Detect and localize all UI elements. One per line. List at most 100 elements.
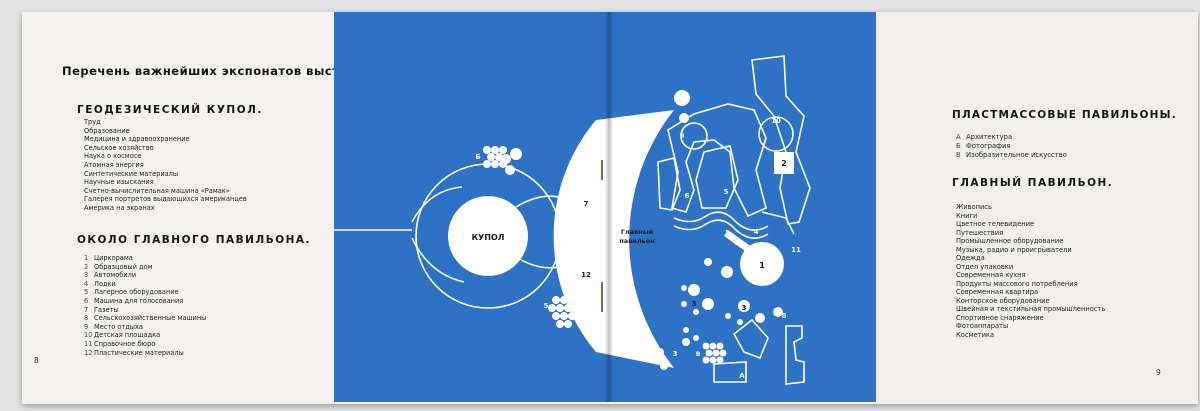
marker-7: 7 xyxy=(584,200,589,208)
list-item: Образование xyxy=(84,126,130,135)
list-item: Фотоаппараты xyxy=(956,322,1009,330)
wavy-path xyxy=(673,211,769,231)
marker-1: 1 xyxy=(759,261,765,270)
list-item: Отдел упаковки xyxy=(956,262,1014,271)
marker-3: 3 xyxy=(706,302,711,310)
list-item: Научные изыскания xyxy=(84,178,154,187)
list-item: Живопись xyxy=(956,203,992,211)
building-outline xyxy=(751,55,811,225)
pavilion-label-line1: Главный xyxy=(621,228,654,236)
building-outline xyxy=(785,325,805,385)
marker-3: 3 xyxy=(692,300,697,308)
map-dot xyxy=(681,285,687,291)
model-house xyxy=(774,152,794,174)
list-item: Косметика xyxy=(956,330,995,339)
marker-11: 12 xyxy=(581,271,591,279)
marker-v: В xyxy=(696,351,701,358)
list-item: Современная кухня xyxy=(956,271,1026,279)
dome-building xyxy=(448,196,528,276)
marker-6: 6 xyxy=(685,192,690,200)
list-item: Швейная и текстильная промышленность xyxy=(956,305,1106,313)
plastic-pavilion-v xyxy=(702,342,727,364)
marker-7-pad xyxy=(576,193,596,213)
plastic-pavilions-heading: ПЛАСТМАССОВЫЕ ПАВИЛЬОНЫ. xyxy=(952,109,1177,121)
list-item: Путешествия xyxy=(956,228,1004,237)
map-dot xyxy=(702,298,714,310)
marker-5-upper: 5 xyxy=(724,188,729,196)
map-dot xyxy=(721,266,733,278)
marker-a: А xyxy=(739,372,745,380)
marker-9: 9 xyxy=(680,132,685,140)
marker-4: 4 xyxy=(754,228,759,236)
dome-label: КУПОЛ xyxy=(472,233,505,242)
map-dot xyxy=(683,327,689,333)
map-dot xyxy=(688,284,700,296)
building-outline xyxy=(667,103,767,218)
boat-strip xyxy=(724,230,756,256)
exhibition-map: КУПОЛ Главный павильон 7 12 1 2 3 3 3 3 … xyxy=(334,12,876,402)
list-item: Галерея портретов выдающихся американцев xyxy=(84,195,247,204)
map-dot xyxy=(510,148,522,160)
list-item: Современная квартира xyxy=(956,288,1039,296)
map-dot xyxy=(656,348,664,356)
list-item: Наука о космосе xyxy=(84,152,142,161)
map-dot xyxy=(693,309,699,315)
path-line xyxy=(411,237,465,283)
list-item: Сельское хозяйство xyxy=(84,143,154,152)
left-page: Перечень важнейших экспонатов выставки. … xyxy=(22,12,377,404)
ring-feature xyxy=(680,122,708,150)
marker-3: 3 xyxy=(742,304,747,312)
booklet-spread: Перечень важнейших экспонатов выставки. … xyxy=(22,12,1198,404)
camping-hex-cluster xyxy=(548,296,580,328)
map-dot xyxy=(693,335,699,341)
pavilion-label-line2: павильон xyxy=(619,237,654,245)
list-item: Промышленное оборудование xyxy=(956,237,1064,245)
dome-heading: ГЕОДЕЗИЧЕСКИЙ КУПОЛ. xyxy=(77,104,263,116)
list-item: Синтетические материалы xyxy=(84,169,179,178)
path-line xyxy=(411,186,463,223)
wavy-path xyxy=(673,219,769,239)
building-outline xyxy=(732,318,769,360)
map-dot xyxy=(681,301,687,307)
path-line xyxy=(761,211,795,235)
site-plan-svg: КУПОЛ Главный павильон 7 12 1 2 3 3 3 3 … xyxy=(334,55,811,385)
map-dot xyxy=(738,300,750,312)
marker-3: 3 xyxy=(673,350,678,358)
spine-fold xyxy=(605,12,613,402)
map-dot xyxy=(674,90,690,106)
map-dot xyxy=(679,113,689,123)
near-pavilion-heading: ОКОЛО ГЛАВНОГО ПАВИЛЬОНА. xyxy=(77,234,312,246)
list-item: Музыка, радио и проигрыватели xyxy=(956,245,1072,254)
list-item: Атомная энергия xyxy=(84,160,144,169)
map-dot xyxy=(704,258,712,266)
dome-list: Труд Образование Медицина и здравоохране… xyxy=(84,118,247,213)
list-item: Америка на экранах xyxy=(84,203,155,212)
map-dot xyxy=(725,313,731,319)
map-dot xyxy=(773,307,783,317)
marker-5: 5 xyxy=(544,302,549,310)
list-item: Медицина и здравоохранение xyxy=(84,135,190,144)
list-item: Книги xyxy=(956,211,978,220)
main-pavilion xyxy=(553,110,674,368)
plastic-pavilion-b xyxy=(483,146,507,168)
map-dot xyxy=(682,338,690,346)
marker-10: 10 xyxy=(771,117,781,125)
ring-feature xyxy=(758,116,794,152)
